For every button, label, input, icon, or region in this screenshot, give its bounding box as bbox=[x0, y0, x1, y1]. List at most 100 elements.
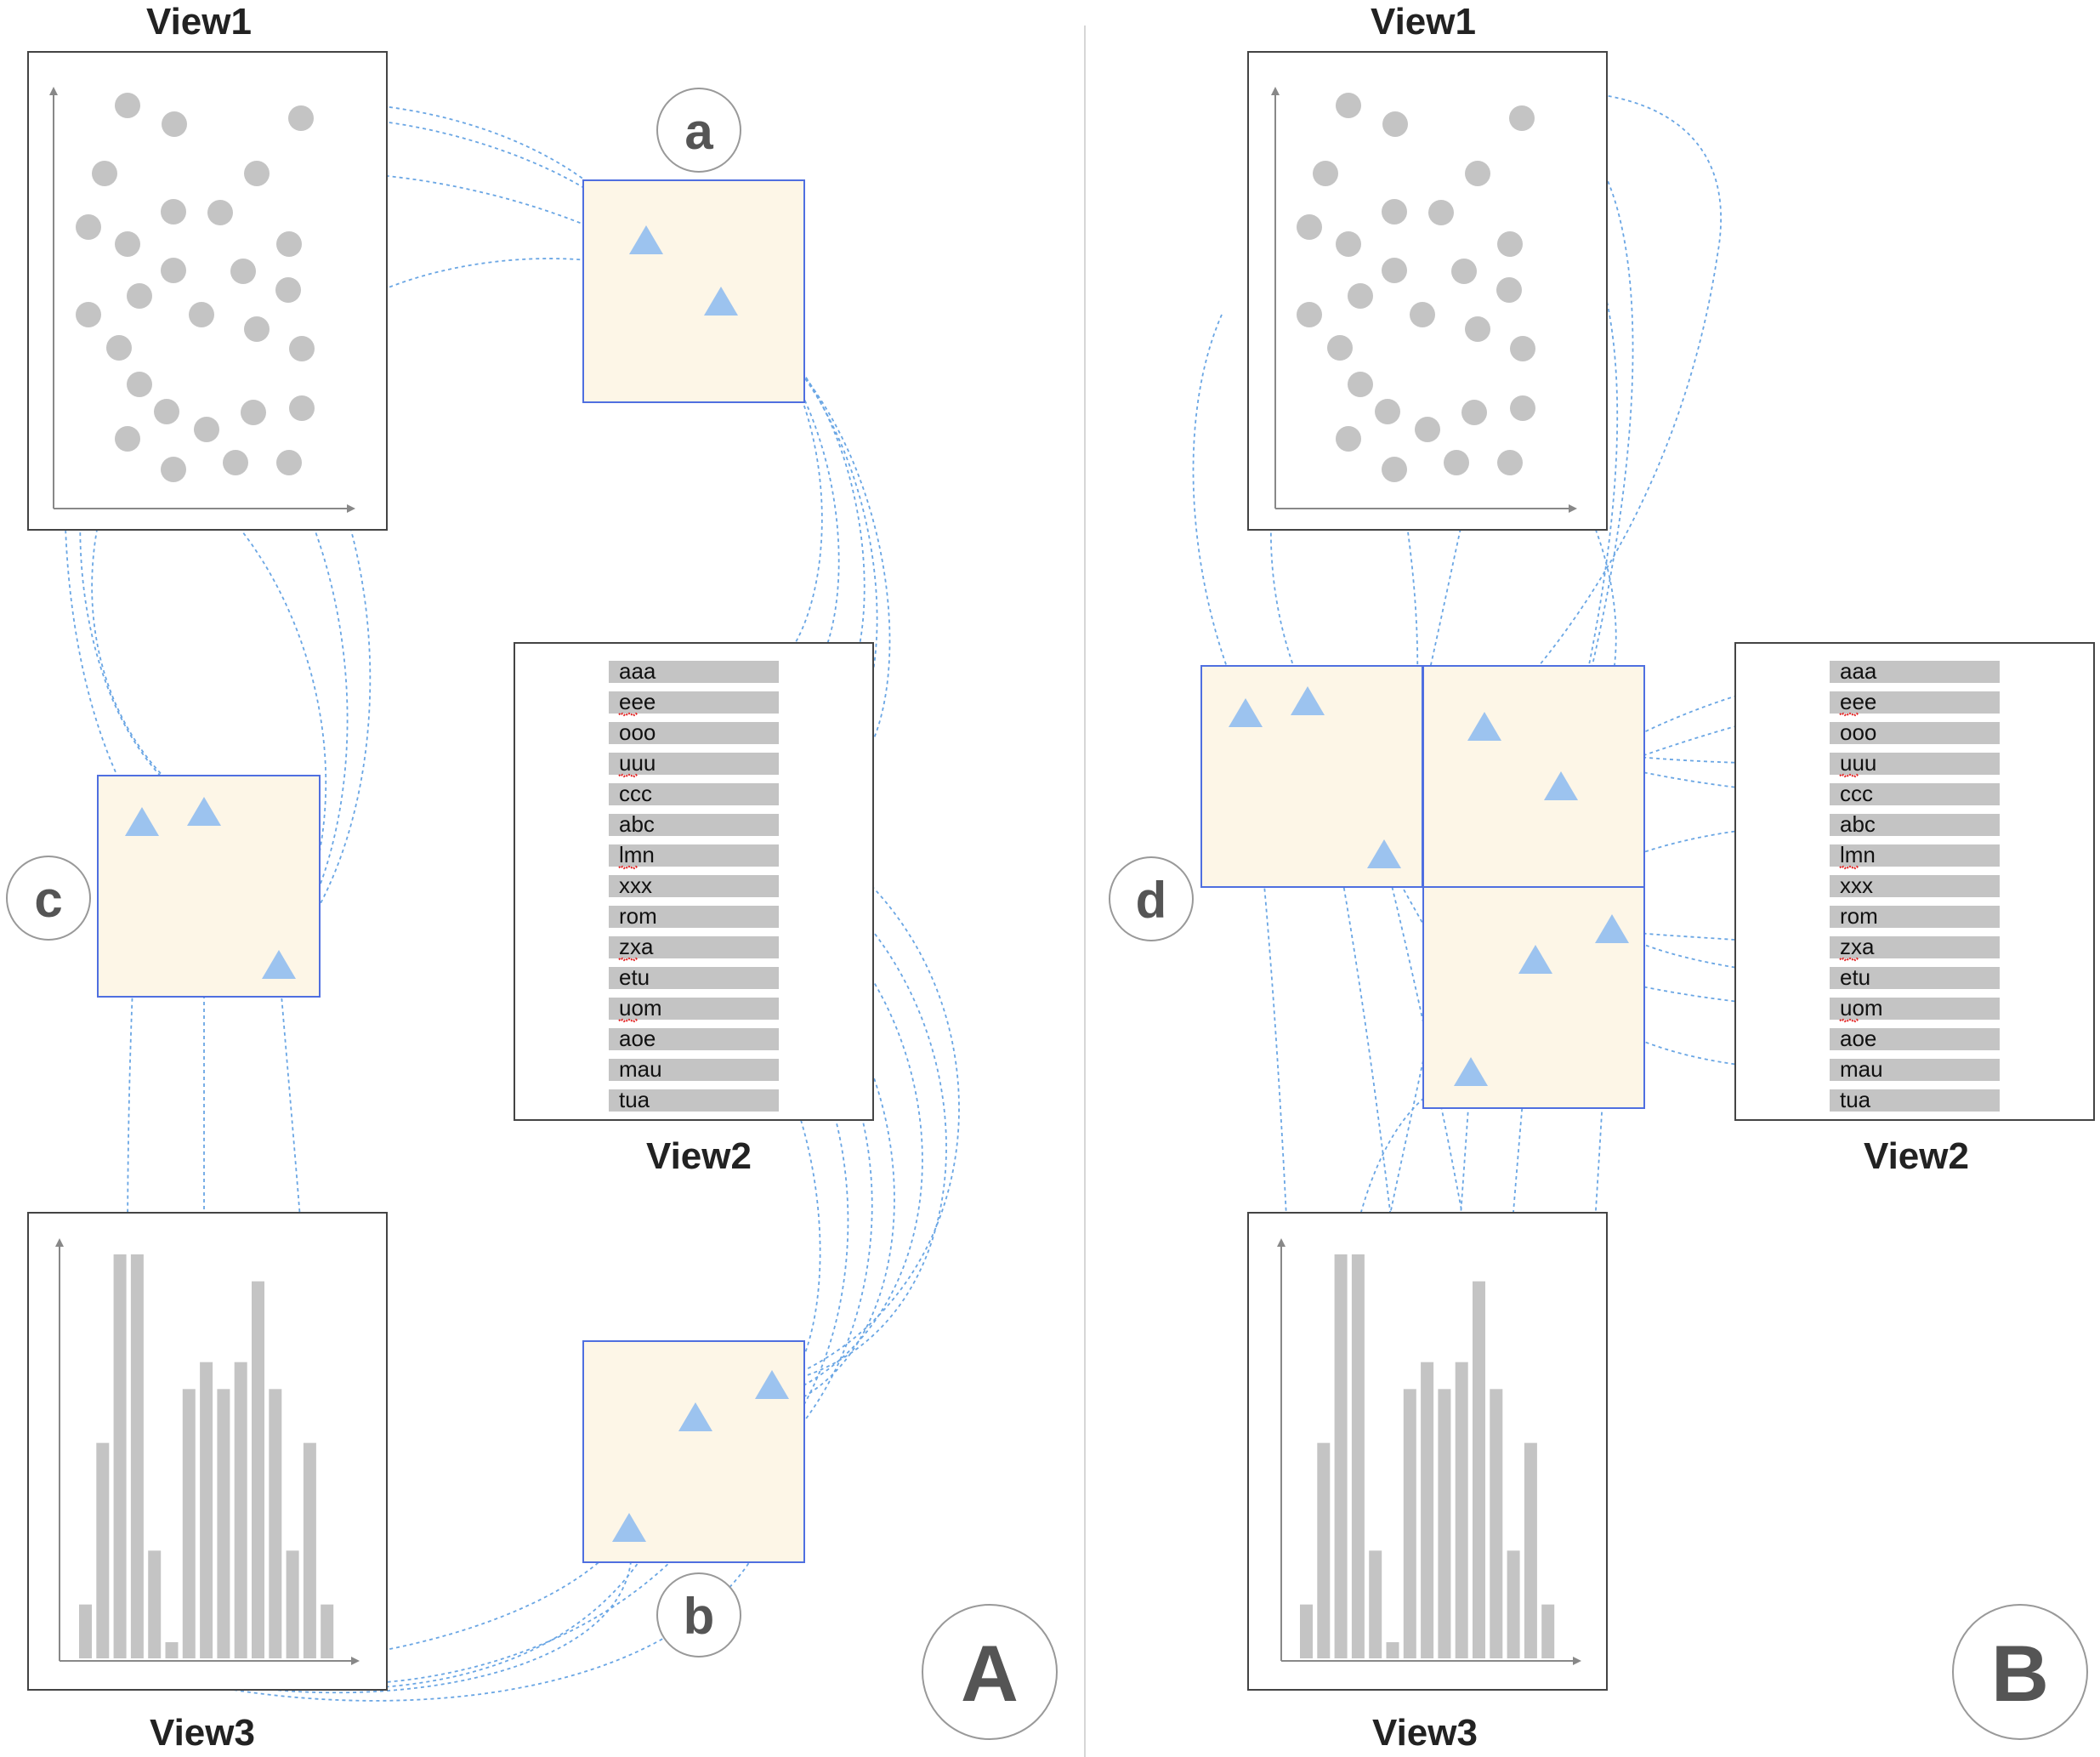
list-item[interactable]: zxa bbox=[1830, 934, 2000, 962]
link-curve bbox=[84, 1527, 630, 1668]
triangle-marker[interactable] bbox=[629, 225, 663, 254]
list-item[interactable]: ooo bbox=[1830, 719, 2000, 745]
list-item-bar bbox=[1830, 1089, 2000, 1112]
list-item-bar bbox=[609, 722, 779, 744]
list-item[interactable]: tua bbox=[609, 1087, 779, 1112]
list-item[interactable]: zxa bbox=[609, 934, 779, 962]
triangle-marker[interactable] bbox=[1291, 686, 1325, 715]
triangle-marker[interactable] bbox=[262, 950, 296, 979]
scatter-point bbox=[162, 111, 187, 137]
list-item[interactable]: uuu bbox=[1830, 750, 2000, 778]
scatter-point bbox=[1497, 450, 1523, 475]
scatter-point bbox=[76, 214, 101, 240]
list-item[interactable]: mau bbox=[1830, 1056, 2000, 1082]
list-item[interactable]: eee bbox=[1830, 689, 2000, 717]
list-item-bar bbox=[609, 936, 779, 958]
list-item[interactable]: uuu bbox=[609, 750, 779, 778]
list-item[interactable]: tua bbox=[1830, 1087, 2000, 1112]
histogram-bar bbox=[182, 1389, 196, 1658]
triangle-marker[interactable] bbox=[704, 287, 738, 316]
list-item-label: uom bbox=[619, 995, 662, 1021]
list-item[interactable]: etu bbox=[609, 964, 779, 990]
triangle-marker[interactable] bbox=[1544, 771, 1578, 800]
spellcheck-underline bbox=[1839, 712, 1859, 717]
list-item[interactable]: uom bbox=[1830, 995, 2000, 1023]
panel-b-view3-histogram bbox=[1247, 1212, 1608, 1691]
triangle-marker[interactable] bbox=[125, 807, 159, 836]
list-item[interactable]: xxx bbox=[609, 873, 779, 898]
scatter-point bbox=[189, 302, 214, 327]
list-item-label: aaa bbox=[619, 658, 656, 684]
panel-b-label: B bbox=[1952, 1604, 2088, 1740]
triangle-marker[interactable] bbox=[612, 1513, 646, 1542]
triangle-marker[interactable] bbox=[1229, 698, 1263, 727]
scatter-point bbox=[194, 417, 219, 442]
list-item[interactable]: uom bbox=[609, 995, 779, 1023]
list-item-bar bbox=[609, 691, 779, 714]
scatter-point bbox=[1336, 93, 1361, 118]
list-item[interactable]: xxx bbox=[1830, 873, 2000, 898]
list-item-bar bbox=[609, 844, 779, 867]
list-item[interactable]: lmn bbox=[609, 842, 779, 870]
spellcheck-underline bbox=[1839, 957, 1859, 962]
link-curve bbox=[628, 1001, 849, 1528]
panel-b-highlight-d[interactable] bbox=[1200, 665, 1645, 1109]
histogram-bar bbox=[321, 1604, 334, 1658]
list-item[interactable]: aaa bbox=[1830, 658, 2000, 684]
link-curve bbox=[1192, 314, 1246, 714]
scatter-point bbox=[244, 316, 270, 342]
triangle-marker[interactable] bbox=[1595, 914, 1629, 943]
histogram-bar bbox=[1524, 1442, 1537, 1658]
scatter-point bbox=[1348, 283, 1373, 309]
callout-a: a bbox=[656, 88, 741, 173]
list-item[interactable]: abc bbox=[1830, 811, 2000, 837]
triangle-marker[interactable] bbox=[1367, 839, 1401, 868]
list-item-label: lmn bbox=[619, 842, 655, 867]
list-item[interactable]: aoe bbox=[609, 1026, 779, 1051]
scatter-point bbox=[1451, 259, 1477, 284]
panel-a-label: A bbox=[922, 1604, 1058, 1740]
list-item-bar bbox=[609, 814, 779, 836]
scatter-point bbox=[115, 231, 140, 257]
scatter-point bbox=[1497, 231, 1523, 257]
triangle-marker[interactable] bbox=[678, 1402, 712, 1431]
scatter-point bbox=[92, 161, 117, 186]
triangle-marker[interactable] bbox=[1467, 712, 1501, 741]
scatter-point bbox=[1297, 214, 1322, 240]
scatter-point bbox=[1510, 395, 1535, 421]
panel-a-view3-histogram bbox=[27, 1212, 388, 1691]
list-item[interactable]: rom bbox=[1830, 903, 2000, 929]
list-item-bar bbox=[609, 998, 779, 1020]
link-curve bbox=[1394, 90, 1722, 727]
list-item[interactable]: lmn bbox=[1830, 842, 2000, 870]
list-item-bar bbox=[609, 1059, 779, 1081]
list-item[interactable]: eee bbox=[609, 689, 779, 717]
triangle-marker[interactable] bbox=[1518, 945, 1552, 974]
panel-b: View1 d aaaeeeooouuucccabclmnxxxromzxaet… bbox=[1109, 1, 2095, 1754]
link-curve bbox=[1611, 928, 1830, 948]
list-item-label: uuu bbox=[1840, 750, 1876, 776]
list-item[interactable]: aoe bbox=[1830, 1026, 2000, 1051]
list-item-bar bbox=[1830, 691, 2000, 714]
list-item[interactable]: mau bbox=[609, 1056, 779, 1082]
list-item[interactable]: etu bbox=[1830, 964, 2000, 990]
triangle-marker[interactable] bbox=[755, 1370, 789, 1399]
list-item[interactable]: aaa bbox=[609, 658, 779, 684]
list-item-label: mau bbox=[1840, 1056, 1883, 1082]
list-item-label: ooo bbox=[1840, 719, 1876, 745]
scatter-point bbox=[207, 200, 233, 225]
triangle-marker[interactable] bbox=[187, 797, 221, 826]
scatter-point bbox=[115, 426, 140, 452]
scatter-point bbox=[76, 302, 101, 327]
list-item[interactable]: rom bbox=[609, 903, 779, 929]
list-item[interactable]: abc bbox=[609, 811, 779, 837]
list-item[interactable]: ccc bbox=[1830, 781, 2000, 806]
triangle-marker[interactable] bbox=[1454, 1057, 1488, 1086]
list-item[interactable]: ooo bbox=[609, 719, 779, 745]
panel-a-highlight-a[interactable] bbox=[582, 179, 805, 403]
scatter-point bbox=[1336, 231, 1361, 257]
list-item-label: rom bbox=[619, 903, 657, 929]
histogram-bar bbox=[1369, 1550, 1382, 1658]
list-item[interactable]: ccc bbox=[609, 781, 779, 806]
list-item-bar bbox=[1830, 875, 2000, 897]
